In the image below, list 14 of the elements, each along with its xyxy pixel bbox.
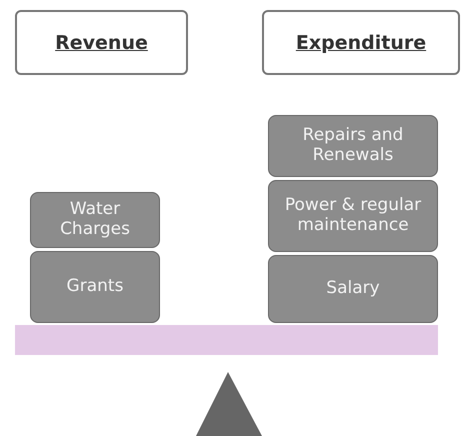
weight-block [268,255,438,323]
weight-block [30,251,160,323]
heading-text: Expenditure [296,32,426,54]
weight-block [30,192,160,248]
weight-block [268,180,438,252]
block-label: Salary [325,279,381,299]
block-label: Water Charges [59,200,131,240]
heading-box [262,10,460,75]
block-label: Power & regular maintenance [284,196,422,236]
heading-box [15,10,188,75]
block-label: Grants [66,277,124,297]
weight-block [268,115,438,177]
heading-text: Revenue [55,32,148,54]
block-label: Repairs and Renewals [302,126,404,166]
